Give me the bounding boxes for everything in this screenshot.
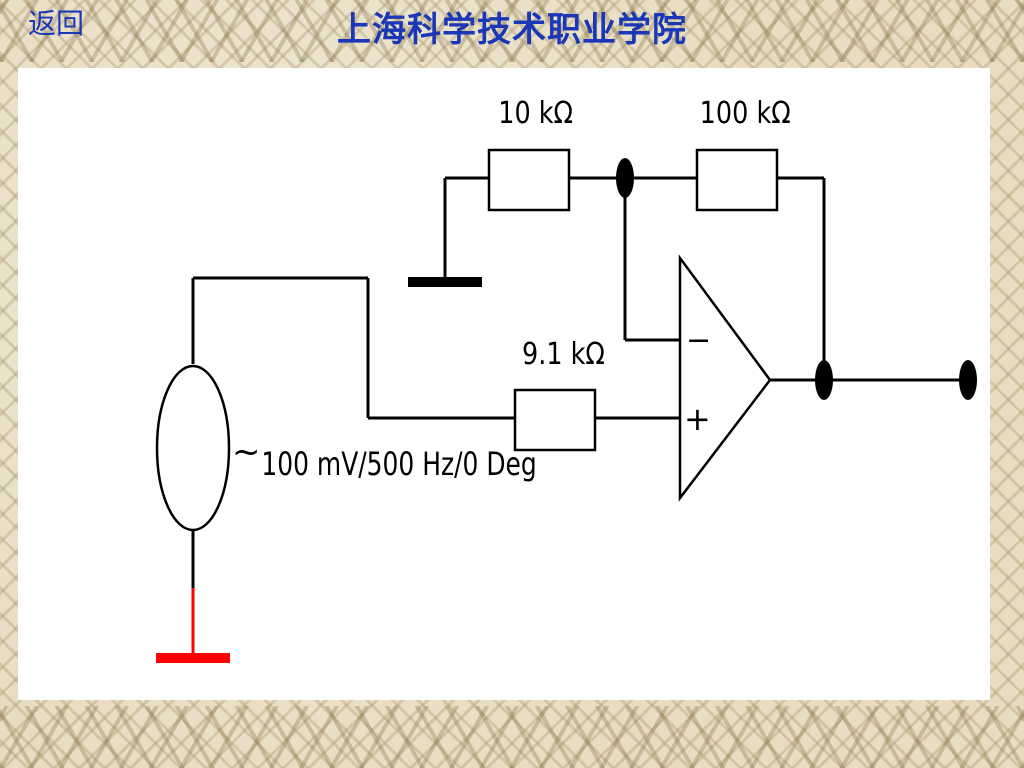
output-terminal	[959, 360, 977, 400]
resistor-10k-label: 10 kΩ	[498, 95, 573, 131]
circuit-panel: 10 kΩ 100 kΩ 9.1 kΩ ~ 100 mV/500 Hz/0 De…	[18, 68, 990, 700]
op-amp	[678, 254, 772, 502]
ground-symbol	[408, 277, 482, 287]
resistor-10k	[487, 148, 571, 212]
resistor-9-1k	[513, 388, 597, 452]
resistor-100k	[695, 148, 779, 212]
ac-source-symbol: ~	[232, 432, 261, 472]
ac-voltage-source	[155, 364, 231, 532]
junction-node-output	[815, 360, 833, 400]
circuit-diagram: 10 kΩ 100 kΩ 9.1 kΩ ~ 100 mV/500 Hz/0 De…	[155, 95, 977, 663]
ac-source-label: 100 mV/500 Hz/0 Deg	[261, 445, 536, 483]
noninverting-input-sign: +	[684, 400, 711, 438]
resistor-9-1k-label: 9.1 kΩ	[522, 336, 605, 372]
ground-symbol-red	[156, 653, 230, 663]
bottom-decorative-band	[0, 706, 1024, 768]
back-link[interactable]: 返回	[28, 7, 85, 40]
page-title: 上海科学技术职业学院	[337, 10, 687, 50]
resistor-100k-label: 100 kΩ	[700, 95, 791, 131]
top-decorative-band	[0, 0, 1024, 62]
inverting-input-sign: −	[686, 323, 711, 358]
junction-node-feedback	[616, 158, 634, 198]
